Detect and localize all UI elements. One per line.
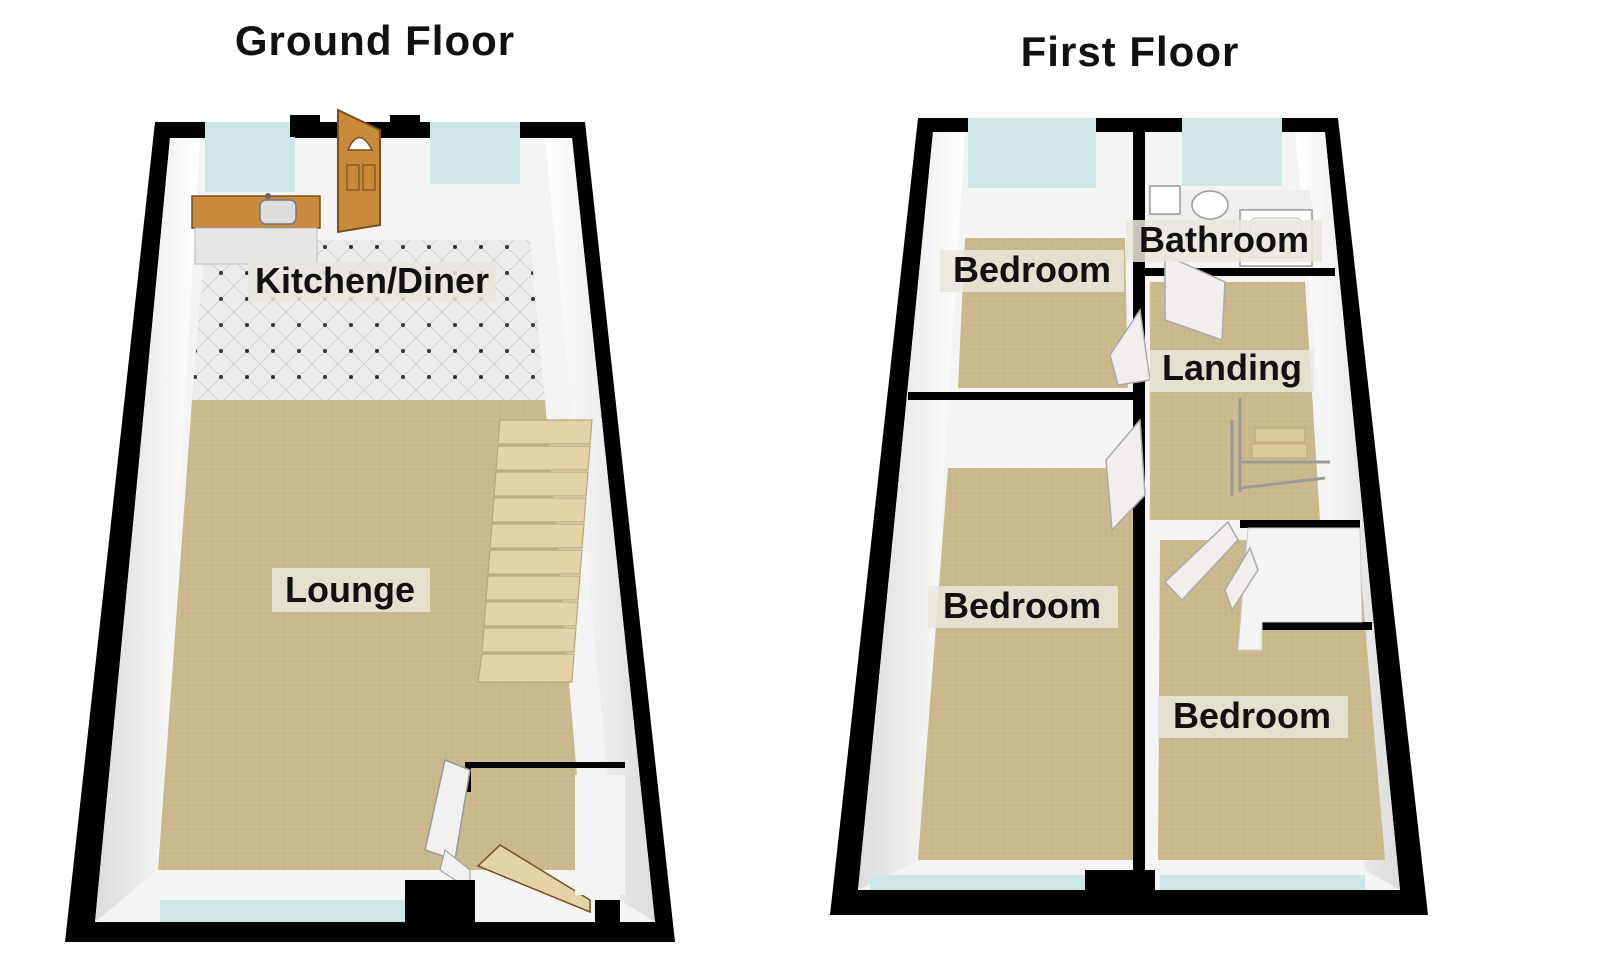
room-bedroom-1: Bedroom — [940, 249, 1124, 292]
door-icon-bedroom-1 — [1109, 307, 1151, 386]
room-lounge: Lounge — [272, 568, 430, 612]
bedroom-2-window — [870, 875, 1085, 890]
ground-floor-plan: Ground Floor — [65, 17, 675, 942]
kitchen-worktop-icon — [191, 193, 321, 265]
lounge-floor — [158, 400, 585, 870]
lounge-window — [160, 900, 410, 922]
hallway-partition — [424, 758, 625, 914]
room-label-lounge: Lounge — [285, 569, 415, 610]
room-landing: Landing — [1150, 347, 1314, 392]
cupboard — [1237, 527, 1363, 651]
kitchen-window-right — [430, 122, 520, 184]
stair-banister-icon — [1230, 398, 1330, 496]
internal-wall-bedroom-split — [908, 392, 1144, 400]
room-bathroom: Bathroom — [1126, 219, 1322, 262]
ground-floor-right-wall-shade — [545, 138, 655, 922]
room-kitchen-diner: Kitchen/Diner — [248, 260, 496, 302]
bathroom-window — [1182, 118, 1282, 186]
landing-stairs-icon — [1251, 427, 1308, 459]
bedroom-3-window — [1160, 875, 1365, 890]
door-icon-bedroom-3 — [1163, 520, 1239, 602]
bedroom-2-floor — [918, 468, 1138, 860]
stairs-icon — [477, 419, 593, 683]
bathroom-basin-icon — [1149, 185, 1229, 220]
ground-floor-title: Ground Floor — [235, 17, 515, 64]
room-label-kitchen-diner: Kitchen/Diner — [255, 260, 489, 301]
first-floor-title: First Floor — [1021, 28, 1240, 75]
internal-wall-bathroom — [1145, 268, 1335, 276]
bedroom-1-window — [968, 118, 1096, 188]
door-icon-cupboard — [1224, 546, 1259, 612]
room-bedroom-2: Bedroom — [928, 585, 1118, 628]
room-label-landing: Landing — [1162, 347, 1302, 388]
internal-wall-cupboard-top — [1240, 520, 1360, 528]
room-label-bedroom-1: Bedroom — [953, 249, 1111, 290]
room-label-bedroom-2: Bedroom — [943, 585, 1101, 626]
internal-wall-cupboard-bottom — [1262, 622, 1372, 630]
door-icon-bathroom — [1164, 253, 1226, 342]
room-label-bathroom: Bathroom — [1139, 219, 1309, 260]
room-bedroom-3: Bedroom — [1158, 695, 1348, 738]
door-icon-bedroom-2 — [1105, 418, 1146, 532]
room-label-bedroom-3: Bedroom — [1173, 695, 1331, 736]
internal-wall-vertical — [1133, 118, 1145, 888]
first-floor-plan: First Floor — [830, 28, 1428, 915]
back-door-icon — [337, 108, 381, 234]
kitchen-window-left — [205, 122, 295, 192]
ground-floor-left-wall-shade — [95, 138, 200, 922]
